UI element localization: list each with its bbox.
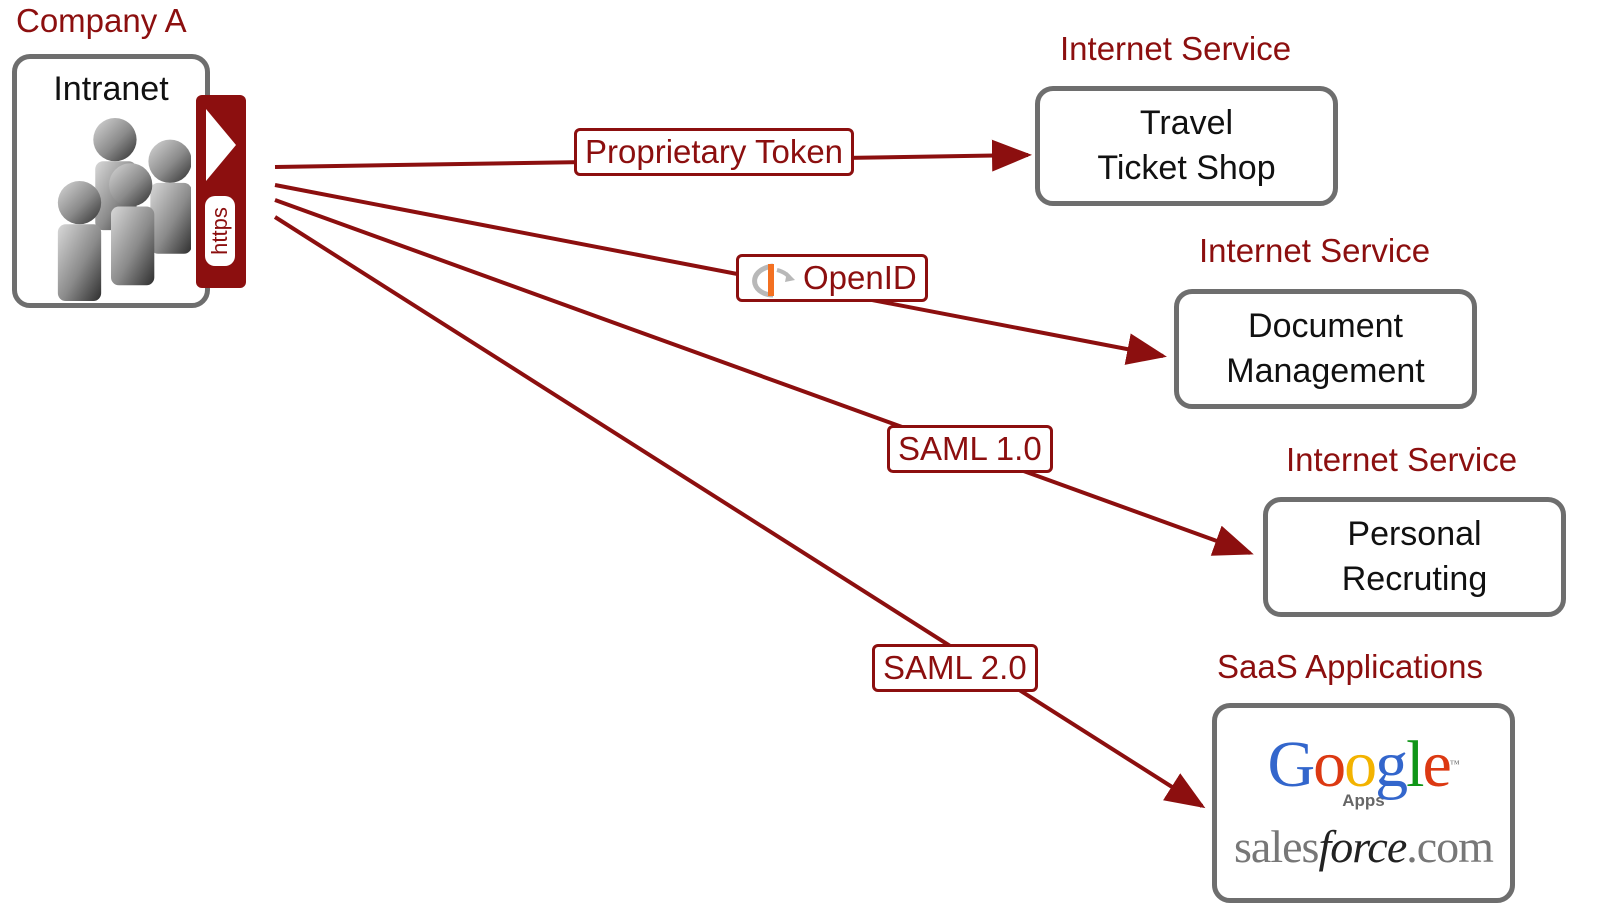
protocol-label-text: Proprietary Token (585, 133, 844, 170)
protocol-label-openid: OpenID (736, 254, 928, 302)
person-icon (109, 163, 155, 286)
service-box-recruiting: Personal Recruting (1263, 497, 1566, 617)
intranet-title: Intranet (53, 70, 169, 108)
arrow-saml-1 (274, 198, 1254, 556)
service-name-line: Recruting (1341, 560, 1488, 598)
protocol-label-text: SAML 2.0 (883, 649, 1027, 686)
service-name-line: Ticket Shop (1097, 149, 1276, 187)
users-group-icon (57, 117, 191, 302)
saas-box: Google™ Apps salesforce.com (1212, 703, 1515, 903)
https-label: https (207, 207, 233, 255)
protocol-label-saml-1: SAML 1.0 (887, 425, 1053, 473)
saas-category-label: SaaS Applications (1217, 648, 1484, 685)
company-label: Company A (16, 2, 187, 39)
https-label-box: https (205, 196, 235, 266)
protocol-label-text: SAML 1.0 (898, 430, 1042, 467)
salesforce-logo: salesforce.com (1234, 821, 1494, 872)
service-name-line: Personal (1347, 515, 1482, 553)
person-icon (148, 139, 191, 254)
service-category-label: Internet Service (1286, 441, 1518, 478)
service-box-travel: Travel Ticket Shop (1035, 86, 1338, 206)
google-apps-logo: Google™ (1267, 728, 1460, 801)
service-category-label: Internet Service (1060, 30, 1292, 67)
openid-icon (752, 263, 795, 298)
arrow-saml-2 (273, 215, 1206, 809)
service-box-document: Document Management (1174, 289, 1477, 409)
service-name-line: Travel (1139, 104, 1234, 142)
service-category-label: Internet Service (1199, 232, 1431, 269)
person-icon (57, 180, 102, 302)
google-apps-label: Apps (1342, 791, 1385, 810)
protocol-label-text: OpenID (803, 259, 917, 296)
intranet-box: Intranet (12, 54, 210, 308)
service-name-line: Document (1248, 307, 1403, 345)
protocol-label-proprietary-token: Proprietary Token (574, 128, 855, 176)
protocol-label-saml-2: SAML 2.0 (872, 644, 1038, 692)
arrow-openid (274, 183, 1167, 365)
service-name-line: Management (1226, 352, 1425, 390)
play-arrow-icon (206, 109, 236, 181)
